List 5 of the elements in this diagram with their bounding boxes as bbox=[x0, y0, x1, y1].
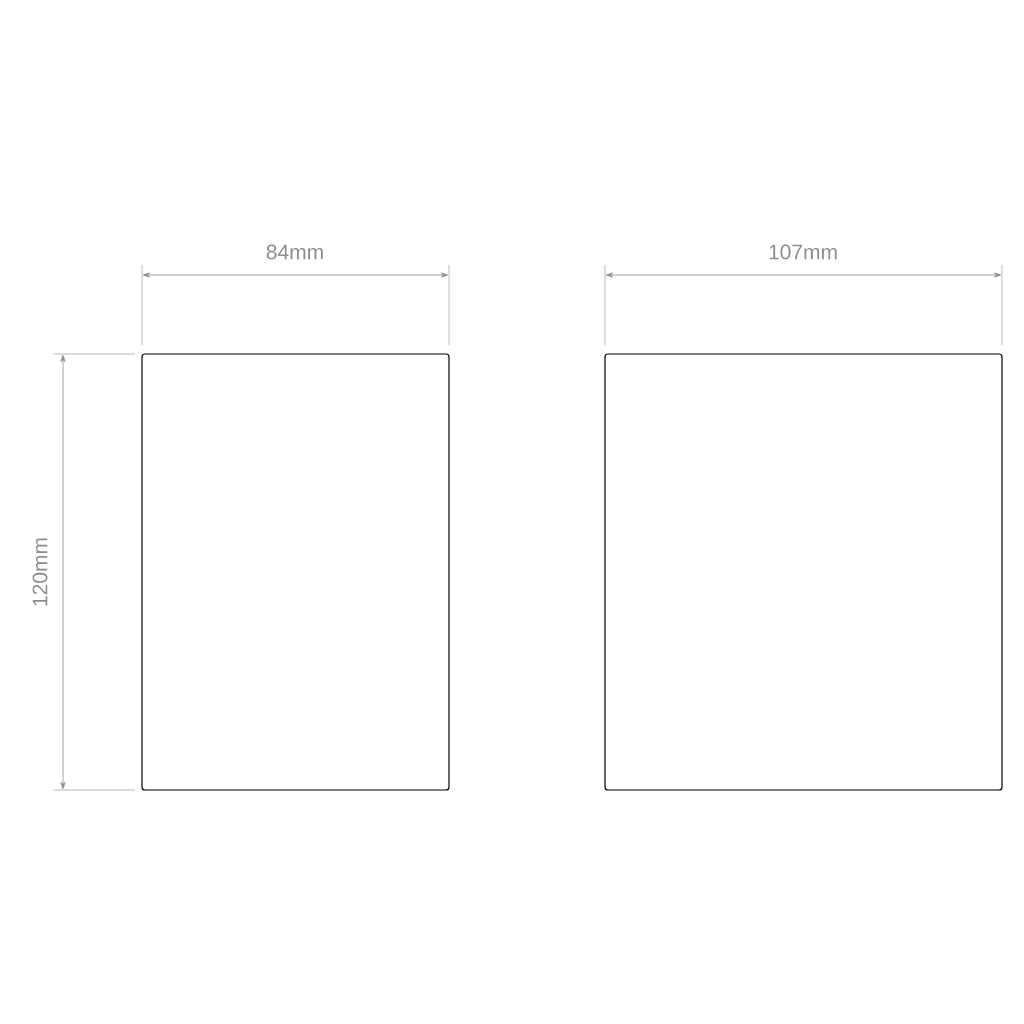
box bbox=[604, 353, 1003, 791]
dimension-label: 84mm bbox=[266, 244, 323, 260]
box bbox=[141, 353, 450, 791]
dimension-label: 120mm bbox=[32, 538, 48, 606]
dimension-label: 107mm bbox=[769, 244, 837, 260]
